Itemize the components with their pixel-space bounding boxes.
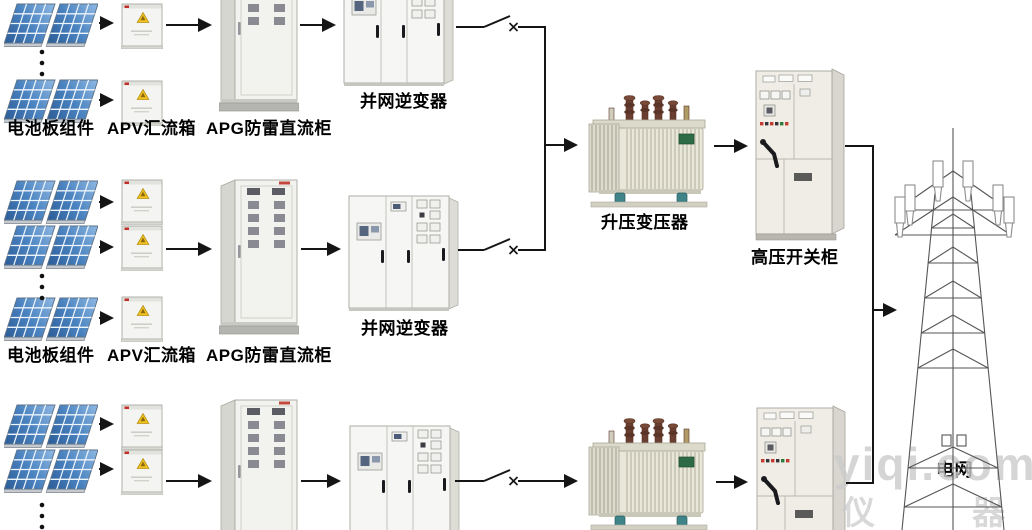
label-hv-switchgear: 高压开关柜 (751, 248, 839, 267)
combiner-box-r3b (121, 449, 163, 495)
label-dc-cabinet-r2: APG防雷直流柜 (206, 346, 332, 365)
label-solar-panels-r1: 电池板组件 (7, 119, 95, 138)
solar-array-r2a (4, 180, 98, 226)
label-transformer: 升压变压器 (601, 213, 689, 232)
solar-array-r2b (4, 225, 98, 271)
inverter-r2 (346, 192, 461, 312)
inverter-r3 (347, 422, 462, 530)
solar-array-r3a (4, 404, 98, 450)
dc-cabinet-r1 (219, 0, 299, 112)
step-up-transformer-1 (585, 90, 713, 208)
label-solar-panels-r2: 电池板组件 (7, 346, 95, 365)
label-combiner-r1: APV汇流箱 (107, 119, 196, 138)
label-inverter-r2: 并网逆变器 (361, 319, 449, 338)
watermark-site-cn: 仪 器 网 (842, 494, 1032, 530)
combiner-box-r2a (121, 179, 163, 225)
watermark-site-name: yiqi.com (834, 438, 1032, 490)
step-up-transformer-2 (585, 413, 713, 530)
label-combiner-r2: APV汇流箱 (107, 346, 196, 365)
hv-switchgear-1 (754, 67, 846, 245)
combiner-box-r3a (121, 404, 163, 450)
solar-array-r2c (4, 297, 98, 343)
solar-array-r1a (4, 3, 98, 49)
label-dc-cabinet-r1: APG防雷直流柜 (206, 119, 332, 138)
inverter-r1 (341, 0, 456, 87)
dc-cabinet-r3 (219, 397, 299, 530)
combiner-box-r1a (121, 3, 163, 49)
combiner-box-r2c (121, 296, 163, 342)
solar-array-r3b (4, 449, 98, 495)
combiner-box-r2b (121, 225, 163, 271)
dc-cabinet-r2 (219, 177, 299, 335)
label-inverter-r1: 并网逆变器 (360, 92, 448, 111)
